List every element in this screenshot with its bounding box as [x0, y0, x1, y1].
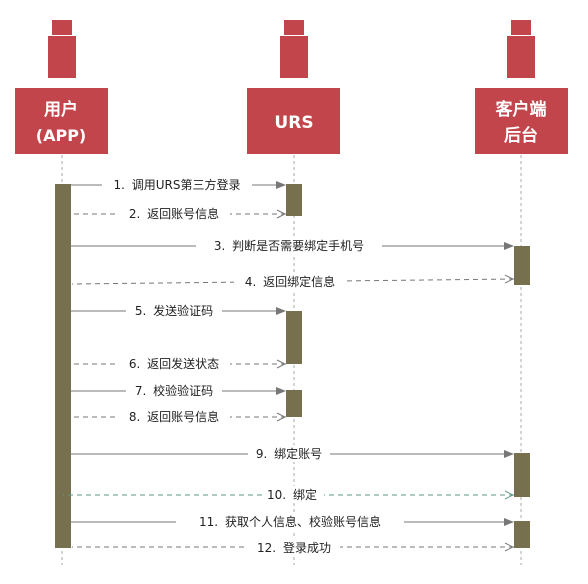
activation-bar-backend: [514, 453, 530, 497]
message-1: 1. 调用URS第三方登录: [71, 176, 286, 193]
message-6: 6. 返回发送状态: [72, 355, 286, 372]
participant-label-line: (APP): [36, 126, 86, 145]
participant-user: 用户 (APP): [15, 20, 108, 154]
label-bg: [118, 408, 230, 425]
participant-label-line: 用户: [44, 99, 78, 120]
message-label: 11. 获取个人信息、校验账号信息: [199, 514, 381, 529]
message-number: 7.: [135, 384, 146, 398]
message-text: 判断是否需要绑定手机号: [232, 238, 364, 253]
message-text: 绑定账号: [274, 446, 322, 461]
message-label: 2. 返回账号信息: [129, 206, 219, 221]
message-number: 10.: [267, 488, 286, 502]
person-icon: [280, 20, 308, 78]
message-number: 2.: [129, 207, 140, 221]
activation-bar-urs: [286, 311, 302, 364]
label-bg: [248, 538, 340, 555]
message-4: 4. 返回绑定信息: [71, 273, 514, 290]
message-text: 返回账号信息: [147, 206, 219, 221]
person-icon: [507, 20, 535, 78]
message-12: 12. 登录成功: [72, 538, 514, 555]
message-number: 11.: [199, 515, 218, 529]
message-text: 登录成功: [283, 540, 331, 555]
message-text: 校验验证码: [153, 383, 213, 398]
message-label: 8. 返回账号信息: [129, 409, 219, 424]
label-bg: [118, 205, 230, 222]
message-9: 9. 绑定账号: [71, 445, 514, 462]
label-bg: [196, 237, 382, 254]
message-5: 5. 发送验证码: [71, 302, 286, 319]
message-label: 9. 绑定账号: [256, 446, 322, 461]
activation-bar-user: [55, 184, 71, 548]
activation-bar-urs: [286, 184, 302, 216]
participant-backend: 客户端 后台: [475, 20, 568, 154]
activations: [55, 184, 530, 548]
message-text: 返回绑定信息: [263, 274, 335, 289]
participant-label-line: URS: [274, 113, 313, 133]
message-3: 3. 判断是否需要绑定手机号: [71, 237, 514, 254]
message-number: 8.: [129, 410, 140, 424]
message-7: 7. 校验验证码: [71, 382, 286, 399]
label-bg: [118, 355, 230, 372]
label-bg: [126, 382, 222, 399]
message-number: 4.: [245, 275, 256, 289]
message-label: 1. 调用URS第三方登录: [113, 177, 240, 192]
message-text: 返回发送状态: [147, 356, 219, 371]
participant-urs: URS: [247, 20, 340, 154]
message-label: 3. 判断是否需要绑定手机号: [214, 238, 364, 253]
message-label: 10. 绑定: [267, 487, 317, 502]
participant-box: [475, 88, 568, 154]
activation-bar-backend: [514, 521, 530, 548]
label-bg: [102, 176, 252, 193]
message-8: 8. 返回账号信息: [72, 408, 286, 425]
messages: 1. 调用URS第三方登录 2. 返回账号信息 3. 判断是否需要绑定手机号: [63, 176, 514, 555]
message-10: 10. 绑定: [63, 486, 514, 503]
message-number: 12.: [257, 541, 276, 555]
message-text: 调用URS第三方登录: [132, 177, 241, 192]
message-text: 绑定: [293, 487, 317, 502]
participant-label-line: 后台: [504, 125, 538, 146]
message-arrow: [71, 279, 514, 285]
message-number: 1.: [113, 178, 124, 192]
label-bg: [126, 302, 222, 319]
participant-box: [15, 88, 108, 154]
person-icon: [48, 20, 76, 78]
message-number: 3.: [214, 239, 225, 253]
message-11: 11. 获取个人信息、校验账号信息: [71, 513, 514, 530]
message-number: 5.: [135, 304, 146, 318]
message-number: 6.: [129, 357, 140, 371]
message-label: 6. 返回发送状态: [129, 356, 219, 371]
label-bg: [234, 273, 346, 290]
participant-label-line: 客户端: [495, 99, 547, 120]
label-bg: [176, 513, 404, 530]
message-text: 返回账号信息: [147, 409, 219, 424]
message-label: 7. 校验验证码: [135, 383, 213, 398]
label-bg: [248, 445, 330, 462]
message-2: 2. 返回账号信息: [72, 205, 286, 222]
participant-box: [247, 88, 340, 154]
message-text: 获取个人信息、校验账号信息: [225, 514, 381, 529]
activation-bar-urs: [286, 390, 302, 417]
message-text: 发送验证码: [153, 303, 213, 318]
message-label: 4. 返回绑定信息: [245, 274, 335, 289]
message-label: 12. 登录成功: [257, 540, 331, 555]
message-label: 5. 发送验证码: [135, 303, 213, 318]
message-number: 9.: [256, 447, 267, 461]
activation-bar-backend: [514, 246, 530, 285]
label-bg: [262, 486, 324, 503]
